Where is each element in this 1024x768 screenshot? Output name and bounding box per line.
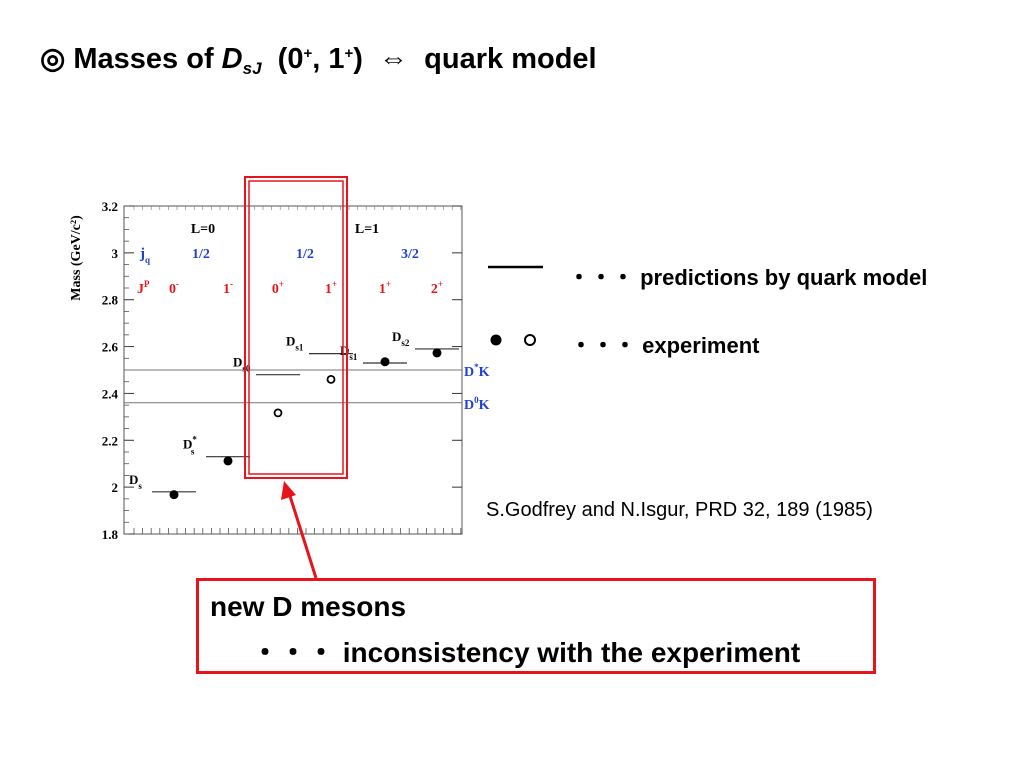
- highlight-box-outer: [244, 176, 348, 479]
- prediction-label: Ds: [129, 472, 142, 491]
- jq-row-label: jq: [139, 246, 150, 265]
- title-sup2: +: [344, 45, 354, 62]
- jq-value: 3/2: [401, 247, 419, 262]
- jp-row-label: JP: [137, 279, 150, 297]
- experiment-point-open: [273, 408, 283, 418]
- highlight-box-inner: [248, 180, 344, 475]
- experiment-point-filled: [432, 348, 442, 358]
- title-sup1: +: [303, 45, 313, 62]
- legend-filled-dot-icon: [490, 334, 502, 346]
- jp-value: 2+: [431, 279, 443, 297]
- experiment-point-filled: [223, 456, 233, 466]
- double-circle-icon: ◎: [40, 43, 66, 75]
- threshold-label: D0K: [464, 395, 490, 413]
- group-label: L=0: [191, 222, 215, 237]
- y-tick-label: 2.2: [102, 433, 118, 448]
- equivalence-icon: ⇔: [379, 43, 409, 75]
- callout-arrow: [288, 495, 318, 579]
- jp-value: 1+: [379, 279, 391, 297]
- threshold-label: D*K: [464, 362, 490, 380]
- page-title: ◎ Masses of DsJ (0+, 1+) ⇔ quark model: [40, 34, 597, 89]
- y-tick-label: 2.6: [102, 340, 119, 355]
- y-tick-label: 2.8: [102, 293, 119, 308]
- y-tick-label: 3: [112, 246, 119, 261]
- jp-value: 1+: [325, 279, 337, 297]
- legend-open-dot-icon: [524, 334, 536, 346]
- title-close: ): [353, 43, 363, 75]
- y-tick-label: 3.2: [102, 199, 118, 214]
- legend-experiment-label: ・・・ experiment: [570, 333, 760, 358]
- title-prefix: Masses of: [73, 43, 222, 75]
- citation: S.Godfrey and N.Isgur, PRD 32, 189 (1985…: [486, 499, 873, 521]
- callout-box: new D mesons ・・・ inconsistency with the …: [196, 578, 876, 674]
- y-tick-label: 1.8: [102, 527, 119, 542]
- title-suffix: quark model: [424, 43, 597, 75]
- callout-line2: ・・・ inconsistency with the experiment: [251, 637, 801, 668]
- experiment-point-filled: [169, 490, 179, 500]
- legend-predictions-label: ・・・ predictions by quark model: [568, 265, 928, 290]
- jq-value: 1/2: [296, 247, 314, 262]
- callout-line1: new D mesons: [210, 591, 407, 622]
- prediction-label: D*s: [183, 435, 197, 457]
- prediction-label: Ds1: [286, 334, 304, 353]
- y-tick-label: 2: [112, 480, 119, 495]
- y-tick-label: 2.4: [102, 386, 119, 401]
- prediction-label: Ds2: [392, 329, 410, 348]
- experiment-point-filled: [380, 357, 390, 367]
- y-axis-label: Mass (GeV/c²): [69, 215, 84, 301]
- callout-arrowhead-icon: [281, 481, 296, 500]
- experiment-point-open: [326, 374, 336, 384]
- title-d: D: [221, 43, 243, 75]
- jp-value: 1-: [223, 279, 233, 297]
- prediction-label: Ds1: [340, 343, 358, 362]
- jp-value: 0-: [169, 279, 179, 297]
- title-mid: , 1: [312, 43, 345, 75]
- group-label: L=1: [355, 222, 379, 237]
- jp-value: 0+: [272, 279, 284, 297]
- jq-value: 1/2: [192, 247, 210, 262]
- title-open: (0: [277, 43, 304, 75]
- prediction-label: Ds0: [233, 355, 251, 374]
- title-sub: sJ: [242, 59, 262, 78]
